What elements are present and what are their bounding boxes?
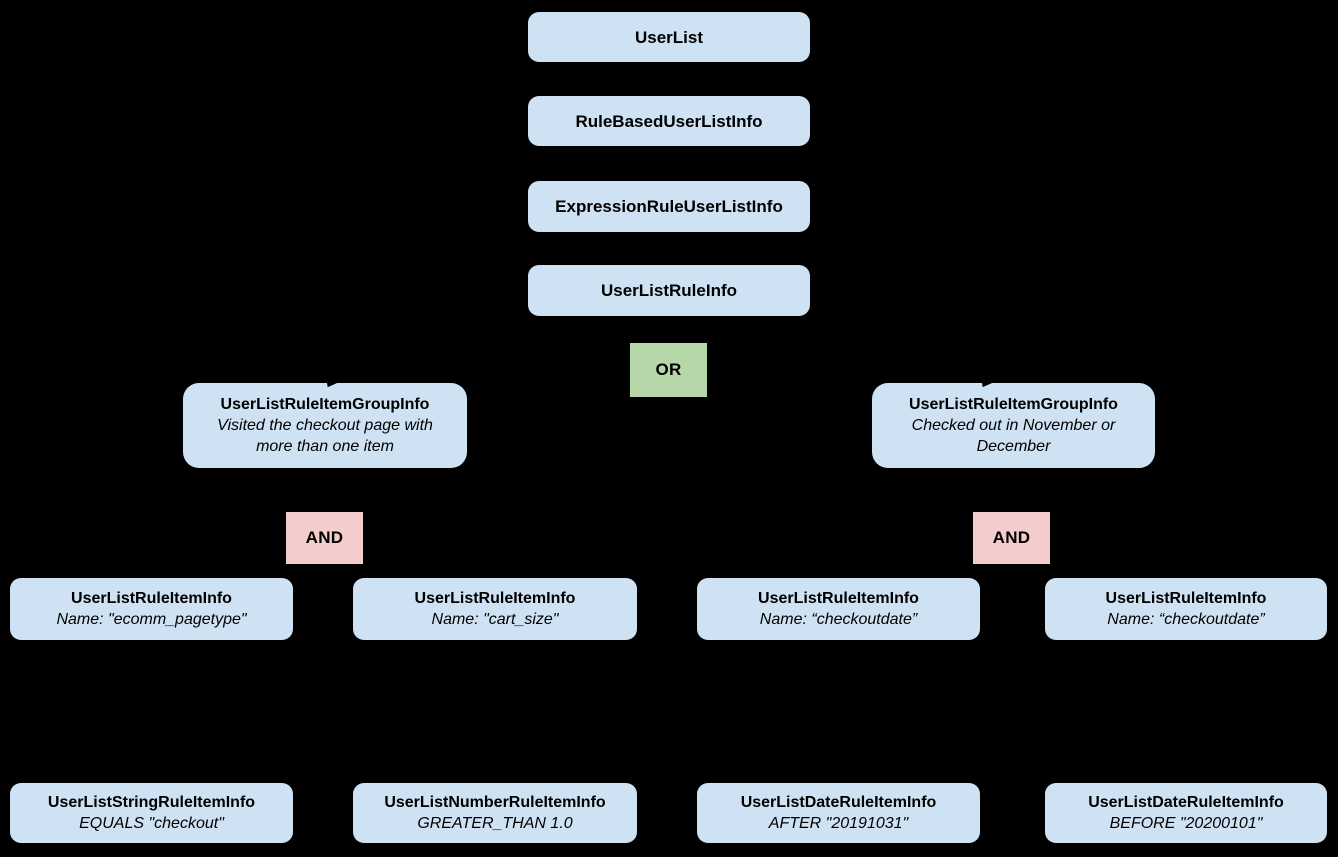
node-title: UserListRuleItemGroupInfo [909,396,1118,413]
node-group-right: UserListRuleItemGroupInfo Checked out in… [872,383,1155,468]
node-title: UserListRuleItemInfo [71,590,232,607]
node-ruleitem-checkoutdate-2: UserListRuleItemInfo Name: “checkoutdate… [1045,578,1327,640]
node-description: Visited the checkout page with more than… [217,417,433,455]
operator-or: OR [630,343,707,397]
node-ruleitem-checkoutdate-1: UserListRuleItemInfo Name: “checkoutdate… [697,578,980,640]
node-ruleitem-cart-size: UserListRuleItemInfo Name: "cart_size" [353,578,637,640]
node-numberruleitem-greater-than: UserListNumberRuleItemInfo GREATER_THAN … [353,783,637,843]
node-description: BEFORE "20200101" [1109,815,1263,832]
node-description: Name: “checkoutdate” [1107,611,1265,628]
node-dateruleitem-before: UserListDateRuleItemInfo BEFORE "2020010… [1045,783,1327,843]
node-title: UserListStringRuleItemInfo [47,794,256,811]
node-description: AFTER "20191031" [768,815,909,832]
node-description: Name: "ecomm_pagetype" [56,611,247,628]
operator-and-left: AND [286,512,363,564]
node-ruleitem-ecomm-pagetype: UserListRuleItemInfo Name: "ecomm_pagety… [10,578,293,640]
node-description: GREATER_THAN 1.0 [417,815,573,832]
node-title: UserListNumberRuleItemInfo [384,794,606,811]
node-stringruleitem-equals-checkout: UserListStringRuleItemInfo EQUALS "check… [10,783,293,843]
node-userlist: UserList [528,12,810,62]
node-title: UserListDateRuleItemInfo [740,794,937,811]
node-rulebaseduserlistinfo: RuleBasedUserListInfo [528,96,810,146]
operator-label: AND [305,528,344,547]
node-title: UserListRuleInfo [600,281,738,300]
node-description: Checked out in November or December [911,417,1116,455]
node-title: UserListRuleItemInfo [758,590,919,607]
node-description: Name: "cart_size" [431,611,559,628]
node-title: RuleBasedUserListInfo [575,111,763,131]
operator-label: OR [655,360,682,379]
node-title: UserList [634,27,704,47]
operator-label: AND [992,528,1031,547]
node-expressionruleuserlistinfo: ExpressionRuleUserListInfo [528,181,810,232]
node-title: UserListRuleItemInfo [414,590,576,607]
node-title: UserListRuleItemInfo [1105,590,1267,607]
node-description: EQUALS "checkout" [79,815,224,832]
node-description: Name: “checkoutdate” [759,611,918,628]
node-title: ExpressionRuleUserListInfo [555,197,783,216]
node-title: UserListDateRuleItemInfo [1088,794,1284,811]
operator-and-right: AND [973,512,1050,564]
node-group-left: UserListRuleItemGroupInfo Visited the ch… [183,383,467,468]
node-userlistruleinfo: UserListRuleInfo [528,265,810,316]
node-title: UserListRuleItemGroupInfo [220,396,430,413]
node-dateruleitem-after: UserListDateRuleItemInfo AFTER "20191031… [697,783,980,843]
